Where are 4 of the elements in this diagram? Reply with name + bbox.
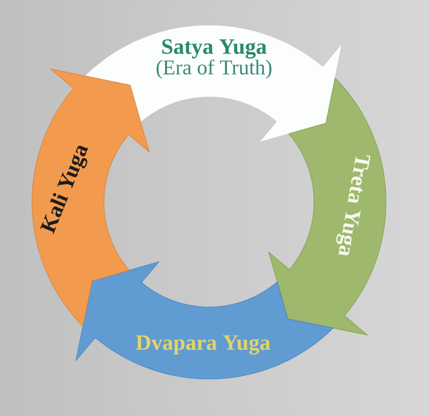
cycle-stage: Kali Yuga <box>32 68 150 327</box>
cycle-stage: Treta Yuga <box>268 77 386 336</box>
cycle-stage: Dvapara Yuga <box>76 261 334 380</box>
cycle-stage: Satya Yuga (Era of Truth) <box>84 24 342 143</box>
